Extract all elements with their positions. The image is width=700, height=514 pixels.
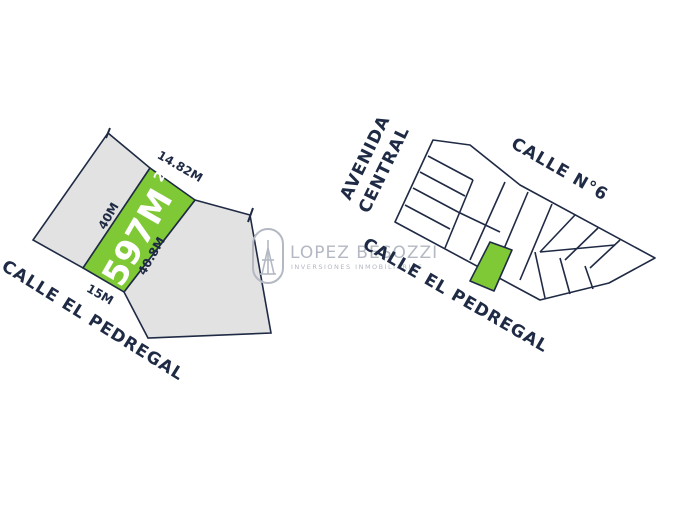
lot-lines bbox=[404, 155, 621, 299]
left-lot-plan: 14.82M 40M 40.8M 15M 597M 2 CALLE EL PED… bbox=[0, 127, 272, 385]
calle-6-label: CALLE N°6 bbox=[508, 134, 612, 206]
subdivision-outline bbox=[394, 139, 656, 301]
highlighted-lot bbox=[81, 166, 197, 294]
right-subdivision-plan bbox=[394, 139, 656, 301]
watermark-name: LOPEZ BESOZZI bbox=[290, 243, 438, 263]
highlighted-lot-small bbox=[469, 241, 513, 292]
boundary-tick bbox=[247, 207, 254, 223]
watermark-logo-frame bbox=[252, 228, 284, 284]
watermark-tagline: INVERSIONES INMOBILIARIAS bbox=[291, 263, 424, 271]
right-street-label: CALLE EL PEDREGAL bbox=[359, 234, 552, 357]
boundary-tick bbox=[105, 127, 111, 139]
watermark: LOPEZ BESOZZI INVERSIONES INMOBILIARIAS bbox=[252, 228, 438, 284]
tower-icon bbox=[260, 240, 276, 275]
